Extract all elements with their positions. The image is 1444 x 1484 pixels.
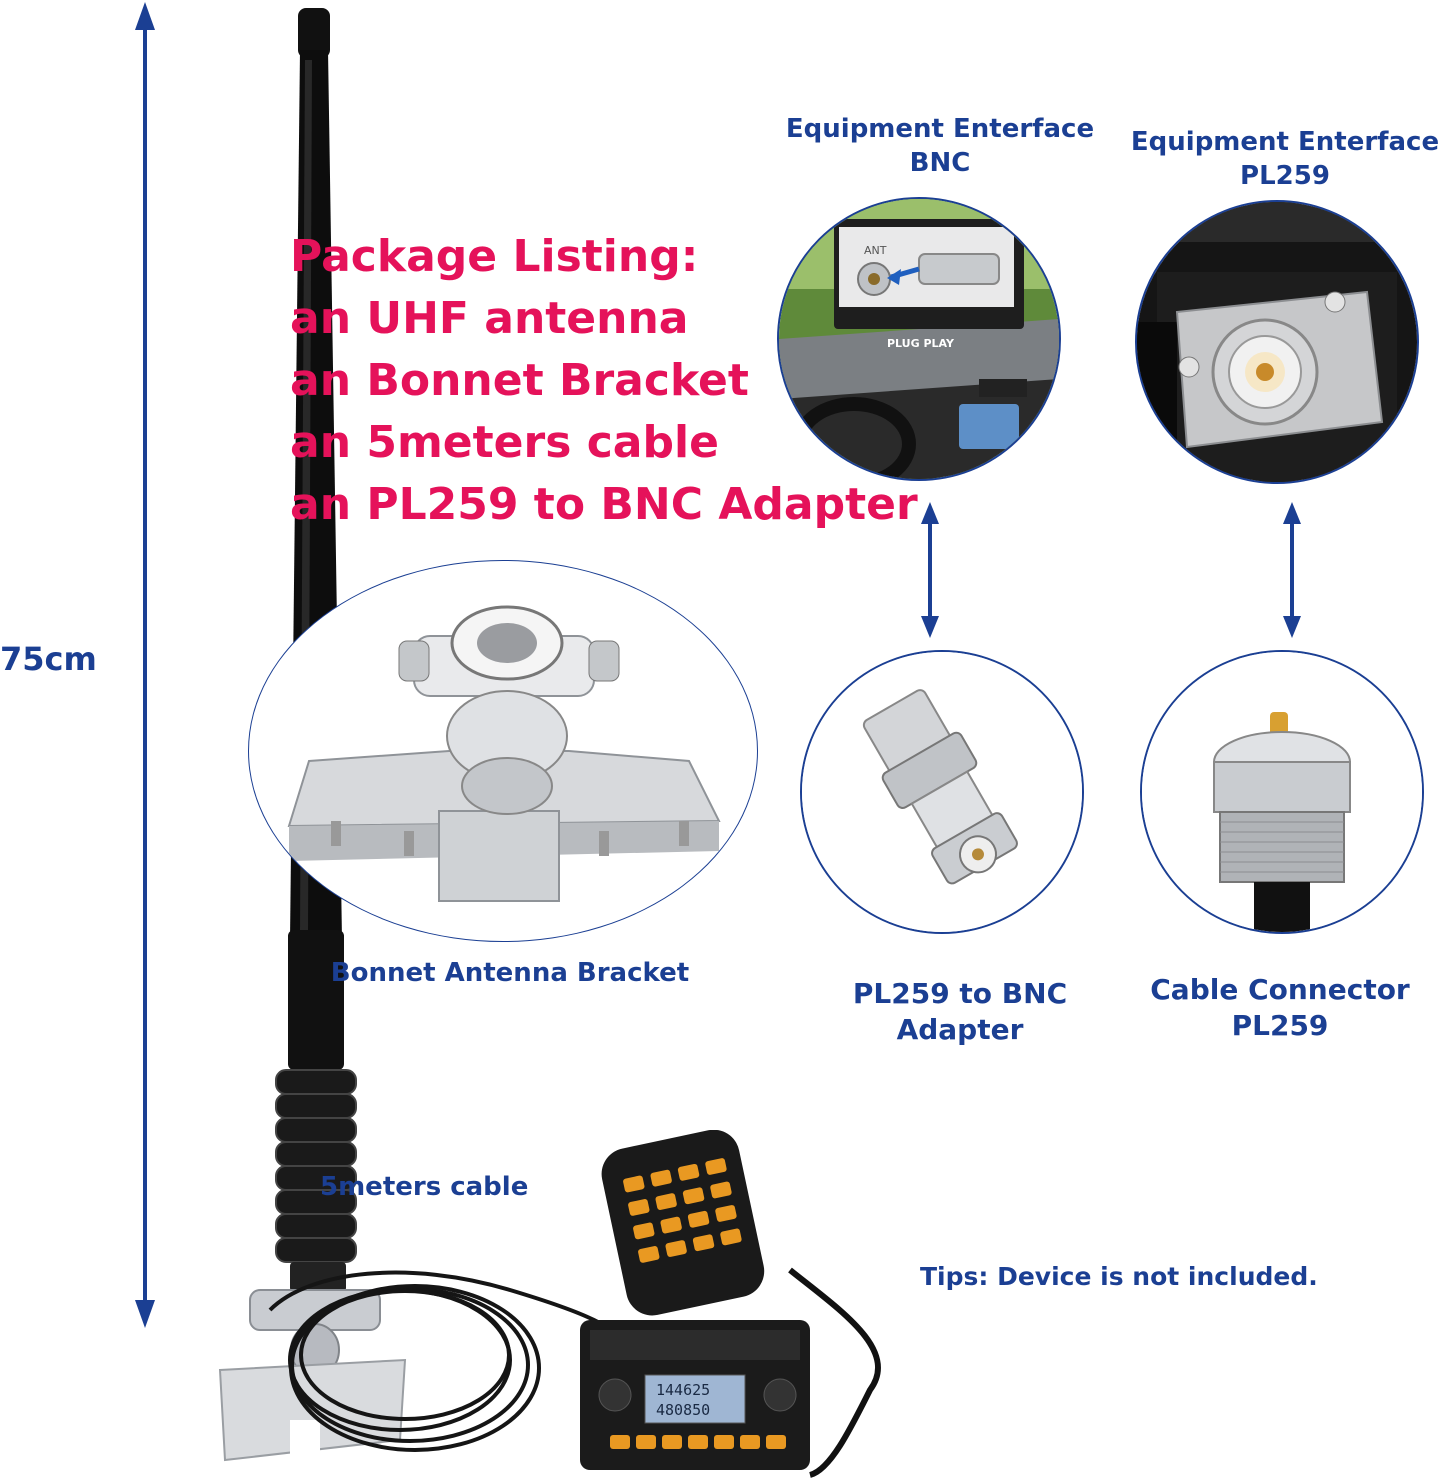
adapter-photo [800, 650, 1084, 934]
cable-connector-photo [1140, 650, 1424, 934]
ant-port-label: ANT [864, 244, 887, 257]
package-item: an 5meters cable [290, 417, 719, 468]
radio-display-line1: 144625 [656, 1381, 710, 1399]
radio-image: 144625 480850 [580, 1130, 881, 1478]
tips-text: Tips: Device is not included. [920, 1262, 1318, 1291]
bracket-photo [248, 560, 758, 942]
bnc-interface-heading: Equipment Enterface BNC [785, 114, 1095, 178]
adapter-caption: PL259 to BNC Adapter [852, 977, 1068, 1046]
height-dimension-arrow [135, 2, 155, 1328]
package-item: an PL259 to BNC Adapter [290, 479, 918, 530]
connector-caption: Cable Connector PL259 [1150, 973, 1410, 1042]
bracket-caption: Bonnet Antenna Bracket [330, 958, 690, 988]
bnc-connection-arrow [921, 502, 939, 638]
package-item: an UHF antenna [290, 293, 689, 344]
pl259-interface-heading: Equipment Enterface PL259 [1130, 127, 1440, 191]
plug-play-badge: PLUG PLAY [887, 337, 955, 350]
pl259-connection-arrow [1283, 502, 1301, 638]
bnc-interface-photo: ANT PLUG PLAY [777, 197, 1061, 481]
package-listing: Package Listing: an UHF antenna an Bonne… [290, 226, 918, 536]
pl259-interface-photo [1135, 200, 1419, 484]
cable-caption: 5meters cable [320, 1172, 529, 1202]
package-item: an Bonnet Bracket [290, 355, 749, 406]
package-listing-title: Package Listing: [290, 231, 699, 282]
height-label: 75cm [0, 640, 97, 678]
radio-display-line2: 480850 [656, 1401, 710, 1419]
